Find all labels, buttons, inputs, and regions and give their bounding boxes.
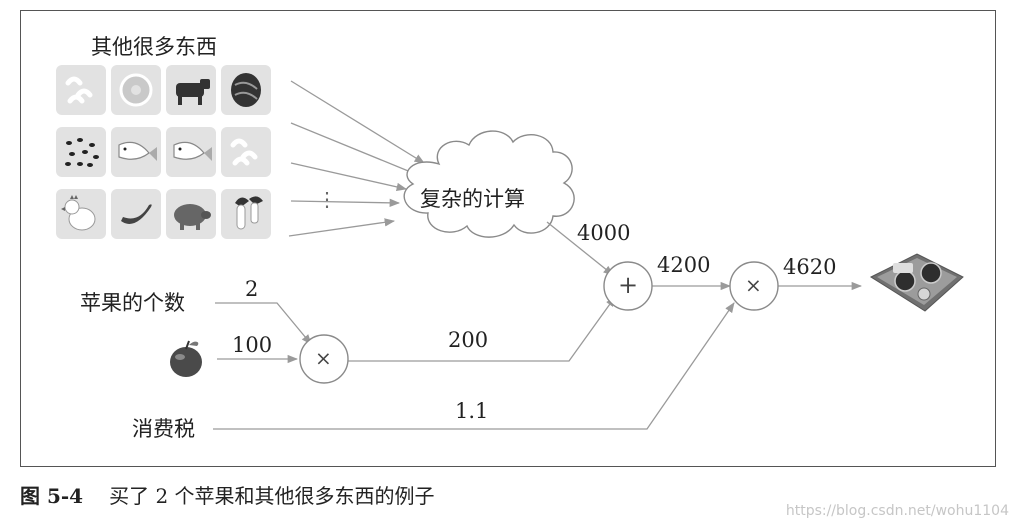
- multiply-symbol: ×: [315, 346, 332, 370]
- multiply-node: [299, 334, 349, 384]
- edge-others-row5: [288, 218, 396, 237]
- diagram-frame: 其他很多东西 ⋮ 复杂的计算 苹果的个数 消费税 2 100 200 4000 …: [20, 10, 996, 467]
- pig-icon: [166, 189, 216, 239]
- banana-icon: [111, 189, 161, 239]
- subtotal-value: 4200: [657, 253, 711, 277]
- edge-mul-to-add: [347, 296, 616, 362]
- computation-graph: [170, 80, 964, 430]
- edge-others-row1: [290, 80, 425, 164]
- fish-icon: [111, 127, 161, 177]
- complex-calc-label: 复杂的计算: [420, 187, 525, 211]
- figure-caption: 图 5-4 买了 2 个苹果和其他很多东西的例子: [20, 486, 435, 506]
- apple-total-value: 200: [448, 328, 489, 352]
- edge-count-to-mul: [215, 302, 312, 345]
- donut-icon: [111, 65, 161, 115]
- others-label: 其他很多东西: [91, 35, 217, 59]
- apple-price-value: 100: [232, 333, 273, 357]
- macaroni-icon: [221, 127, 271, 177]
- apple-count-label: 苹果的个数: [80, 291, 185, 315]
- beans-icon: [56, 127, 106, 177]
- apple-icon: [170, 340, 202, 377]
- tax-label: 消费税: [132, 417, 195, 441]
- mushroom-icon: [221, 189, 271, 239]
- cow-icon: [166, 65, 216, 115]
- tax-rate-value: 1.1: [455, 399, 489, 423]
- final-value: 4620: [783, 255, 837, 279]
- watermark: https://blog.csdn.net/wohu1104: [785, 503, 1009, 519]
- apple-count-value: 2: [245, 277, 259, 301]
- complex-calc-cloud: [403, 130, 575, 238]
- edge-others-row2: [290, 122, 419, 176]
- multiply2-symbol: ×: [745, 273, 762, 297]
- edge-others-row3: [290, 162, 408, 191]
- others-total-value: 4000: [577, 221, 631, 245]
- macaroni-icon: [56, 65, 106, 115]
- figure-number: 图 5-4: [20, 484, 84, 508]
- add-symbol: +: [618, 271, 639, 299]
- money-tray-icon: [869, 253, 964, 312]
- chicken-icon: [56, 189, 106, 239]
- multiply2-node: [729, 261, 779, 311]
- edge-calc-to-add: [546, 221, 614, 276]
- edge-tax-to-mul2: [213, 302, 735, 430]
- add-node: [603, 261, 653, 311]
- walnut-icon: [221, 65, 271, 115]
- fish-icon: [166, 127, 216, 177]
- edge-others-row4: [290, 198, 401, 207]
- figure-caption-text: 买了 2 个苹果和其他很多东西的例子: [109, 484, 435, 508]
- ellipsis-marker: ⋮: [317, 187, 337, 211]
